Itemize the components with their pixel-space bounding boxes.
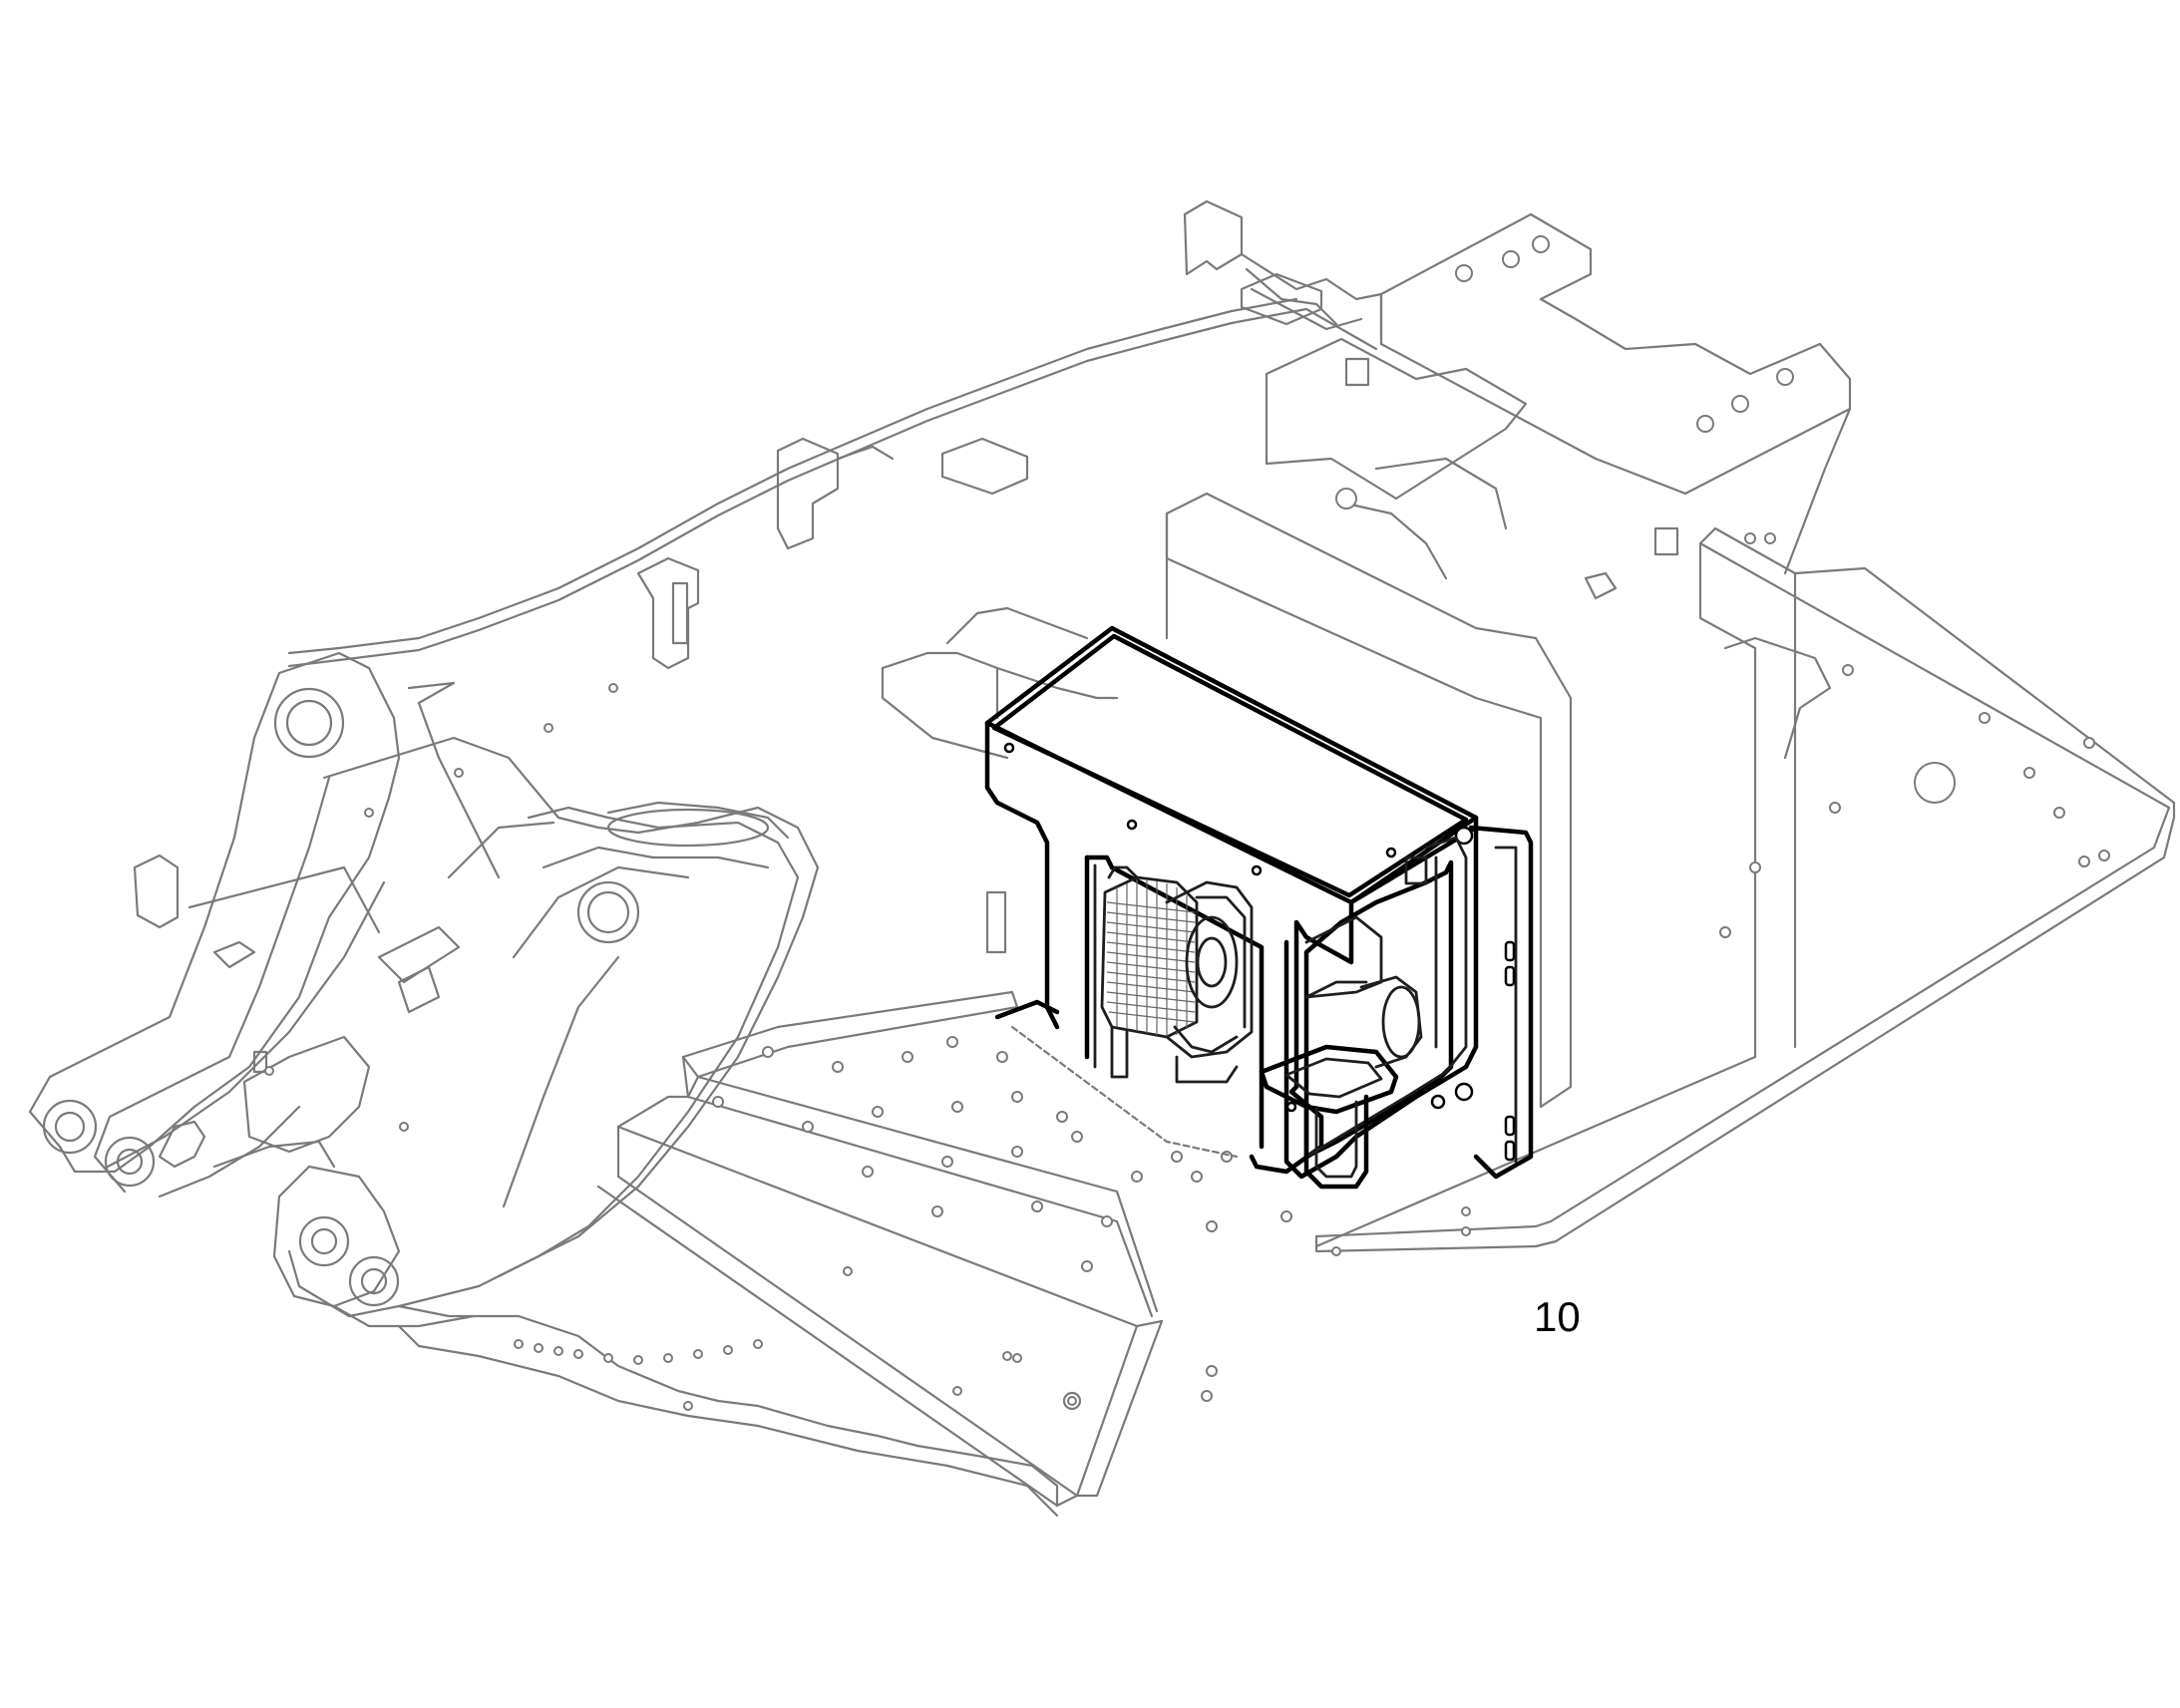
electric-motor	[1010, 865, 1423, 1159]
motor-enclosure	[984, 625, 1534, 1190]
callout-label: 10	[1534, 1293, 1581, 1340]
